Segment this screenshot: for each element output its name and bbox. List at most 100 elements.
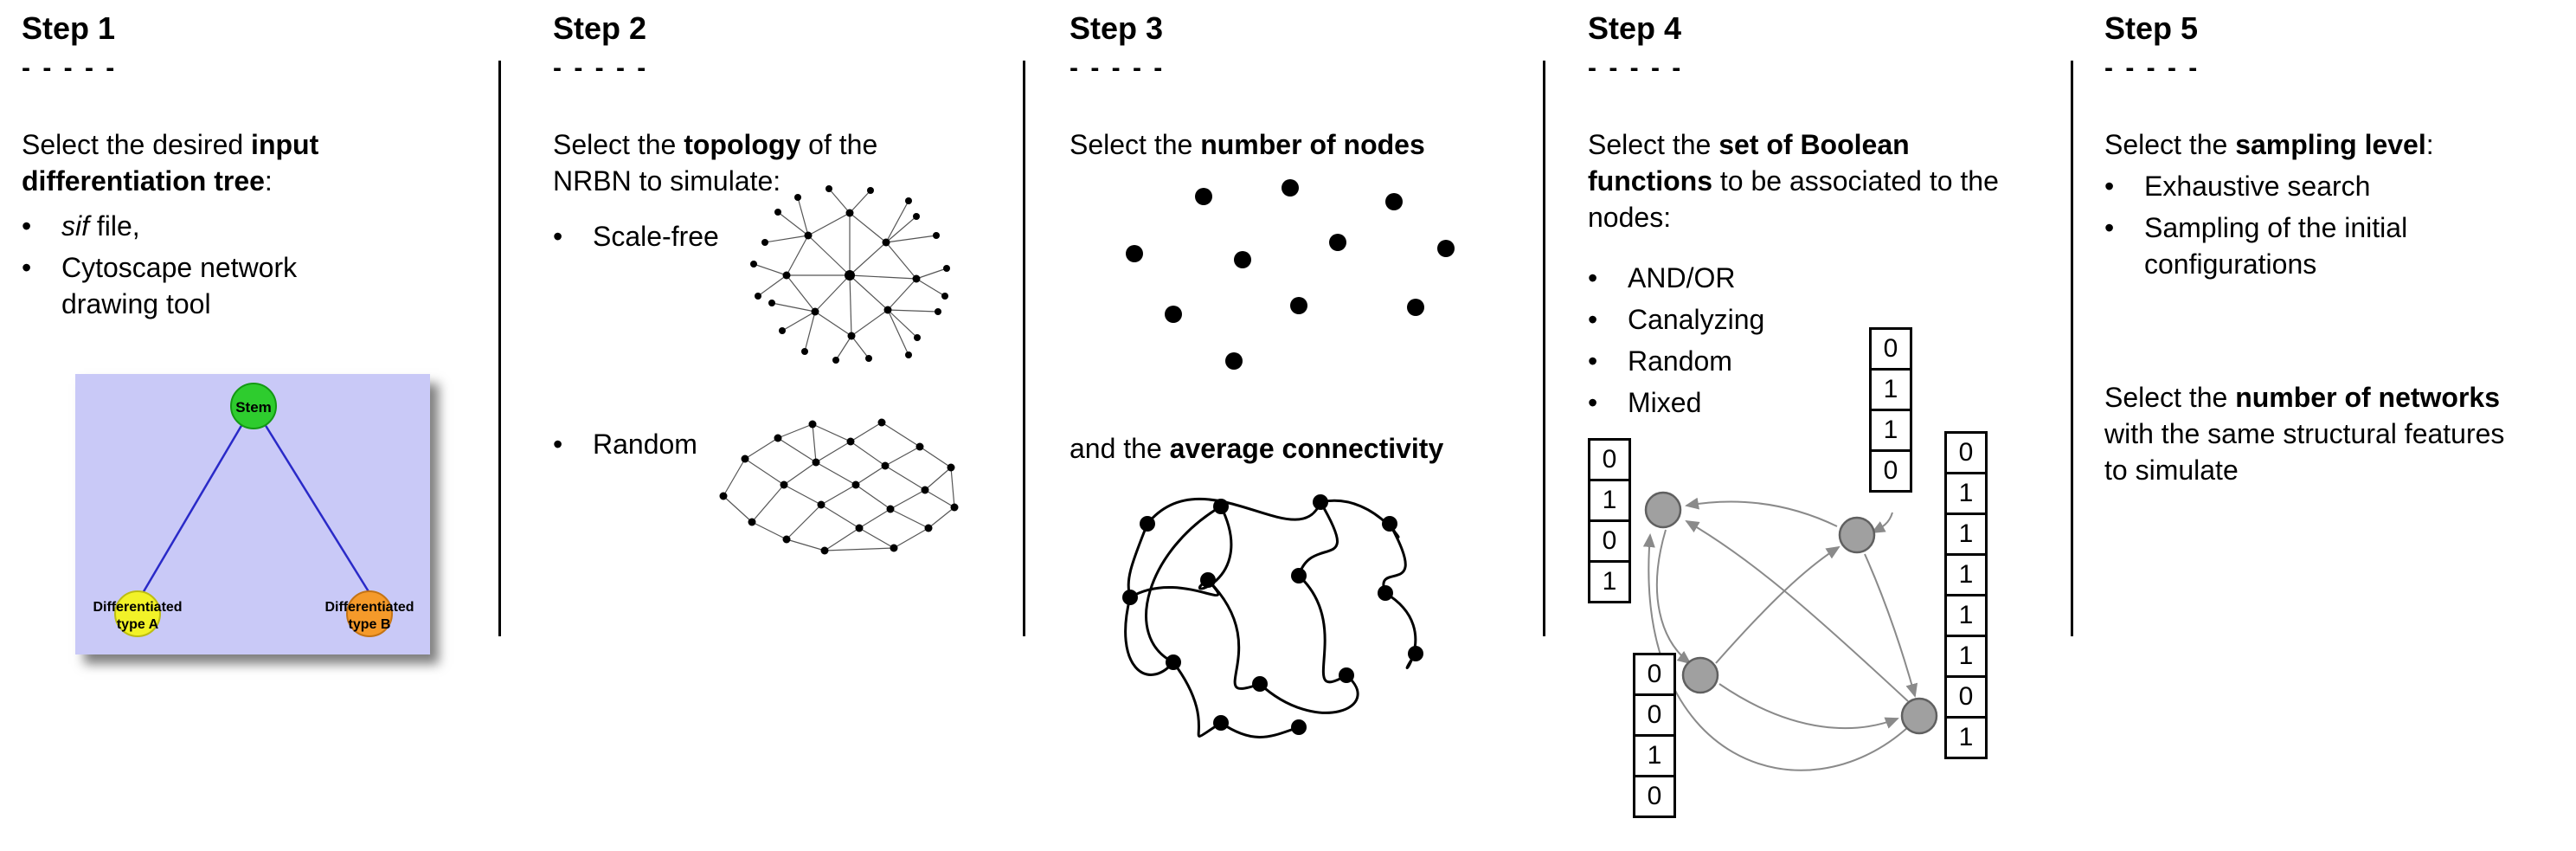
dash-separator: - - - - - [2104, 54, 2200, 82]
step-description-2: and the average connectivity [1070, 433, 1444, 464]
table-cell: 0 [1588, 438, 1631, 481]
gene-node [1900, 697, 1938, 735]
table-cell: 1 [1588, 479, 1631, 522]
bullet-item: • Random [553, 426, 726, 462]
gene-node [1681, 656, 1719, 694]
type-a-node [114, 590, 161, 637]
differentiation-tree-svg: Stem Differentiated type A Differentiate… [75, 374, 430, 654]
bullet-list: • Random [553, 426, 726, 467]
dash-separator: - - - - - [1070, 54, 1166, 82]
bullet-marker: • [1588, 387, 1598, 418]
table-cell: 1 [1869, 368, 1912, 411]
table-cell: 1 [1633, 734, 1676, 777]
column-divider [1543, 61, 1545, 636]
bullet-marker: • [1588, 262, 1598, 293]
step-description: Select the desired input differentiation… [22, 129, 319, 197]
connectivity-edges [1124, 497, 1417, 738]
step-description: Select the sampling level: [2104, 129, 2434, 160]
type-b-label-line1: Differentiated [324, 600, 414, 615]
table-cell: 1 [1944, 594, 1988, 637]
truth-table-left: 0 1 0 1 [1588, 438, 1631, 603]
bullet-text: Random [1628, 345, 1732, 377]
step-title: Step 5 [2104, 10, 2199, 46]
truth-table-bottom: 0 0 1 0 [1633, 653, 1676, 818]
bullet-list: • Scale-free [553, 218, 778, 260]
bullet-marker: • [22, 252, 32, 283]
type-a-label-line1: Differentiated [93, 600, 182, 615]
boolean-network-arrows [1642, 497, 1918, 771]
table-cell: 1 [1869, 409, 1912, 452]
table-cell: 1 [1944, 553, 1988, 596]
column-divider [498, 61, 501, 636]
table-cell: 1 [1944, 513, 1988, 556]
table-cell: 0 [1588, 519, 1631, 563]
differentiation-tree-illustration: Stem Differentiated type A Differentiate… [75, 374, 430, 654]
table-cell: 0 [1944, 675, 1988, 719]
truth-table-right: 0 1 1 1 1 1 0 1 [1944, 431, 1988, 759]
bullet-text: sif file, [61, 210, 140, 242]
bullet-marker: • [2104, 212, 2115, 243]
random-network-illustration [719, 418, 959, 555]
step-title: Step 3 [1070, 10, 1164, 46]
boolean-network-nodes [1644, 491, 1938, 735]
bullet-item: • Scale-free [553, 218, 778, 255]
bullet-list: • sif file, • Cytoscape network drawing … [22, 208, 368, 327]
bullet-text: Cytoscape network drawing tool [61, 252, 298, 319]
bullet-text: Exhaustive search [2144, 171, 2371, 202]
step-4-column: Step 4 - - - - - Select the set of Boole… [1588, 0, 2064, 851]
bullet-item: • sif file, [22, 208, 368, 244]
bullet-list: • Exhaustive search • Sampling of the in… [2104, 168, 2502, 287]
step-2-column: Step 2 - - - - - Select the topology of … [553, 0, 1025, 851]
type-b-node [346, 590, 393, 637]
bullet-marker: • [22, 210, 32, 242]
scale-free-nodes [750, 185, 950, 364]
table-cell: 0 [1869, 449, 1912, 493]
step-1-column: Step 1 - - - - - Select the desired inpu… [22, 0, 493, 851]
random-edges [723, 422, 955, 551]
bullet-marker: • [2104, 171, 2115, 202]
dash-separator: - - - - - [1588, 54, 1684, 82]
connectivity-nodes [1122, 494, 1423, 735]
dash-separator: - - - - - [22, 54, 118, 82]
boolean-network-illustration: 0 1 1 0 0 1 0 1 0 0 1 0 0 1 1 1 1 1 0 1 [1588, 327, 2059, 847]
bullet-text: Sampling of the initial configurations [2144, 212, 2408, 280]
stem-node [230, 383, 277, 429]
bullet-text: Canalyzing [1628, 304, 1765, 335]
scale-free-edges [753, 188, 948, 361]
bullet-text: Mixed [1628, 387, 1702, 418]
step-title: Step 4 [1588, 10, 1682, 46]
bullet-marker: • [1588, 345, 1598, 377]
connectivity-graph-illustration [1122, 494, 1423, 738]
nodes-scatter-illustration [1126, 179, 1455, 370]
bullet-item: • Canalyzing [1588, 301, 1847, 338]
bullet-item: • Exhaustive search [2104, 168, 2502, 204]
table-cell: 0 [1633, 775, 1676, 818]
bullet-list: • AND/OR • Canalyzing • Random • Mixed [1588, 260, 1847, 426]
bullet-text: Random [593, 429, 697, 460]
step-5-column: Step 5 - - - - - Select the sampling lev… [2104, 0, 2572, 851]
table-cell: 0 [1944, 431, 1988, 474]
bullet-marker: • [553, 429, 563, 460]
step-description: Select the topology of the NRBN to simul… [553, 129, 878, 197]
boolean-network-svg [1642, 491, 1938, 771]
column-divider [1023, 61, 1025, 636]
gene-node [1644, 491, 1682, 529]
type-a-label-line2: type A [117, 617, 159, 632]
table-cell: 1 [1944, 716, 1988, 759]
bullet-text: AND/OR [1628, 262, 1736, 293]
scale-free-network-illustration [750, 185, 950, 364]
table-cell: 1 [1588, 560, 1631, 603]
tree-edge-left [141, 423, 244, 594]
bullet-marker: • [553, 221, 563, 252]
bullet-text: Scale-free [593, 221, 719, 252]
table-cell: 1 [1944, 635, 1988, 678]
column-divider [2071, 61, 2073, 636]
dash-separator: - - - - - [553, 54, 649, 82]
bullet-item: • Cytoscape network drawing tool [22, 249, 368, 322]
scatter-dots [1126, 179, 1455, 370]
type-b-label-line2: type B [349, 617, 391, 632]
bullet-item: • Random [1588, 343, 1847, 379]
bullet-item: • Mixed [1588, 384, 1847, 421]
step-3-column: Step 3 - - - - - Select the number of no… [1070, 0, 1544, 851]
